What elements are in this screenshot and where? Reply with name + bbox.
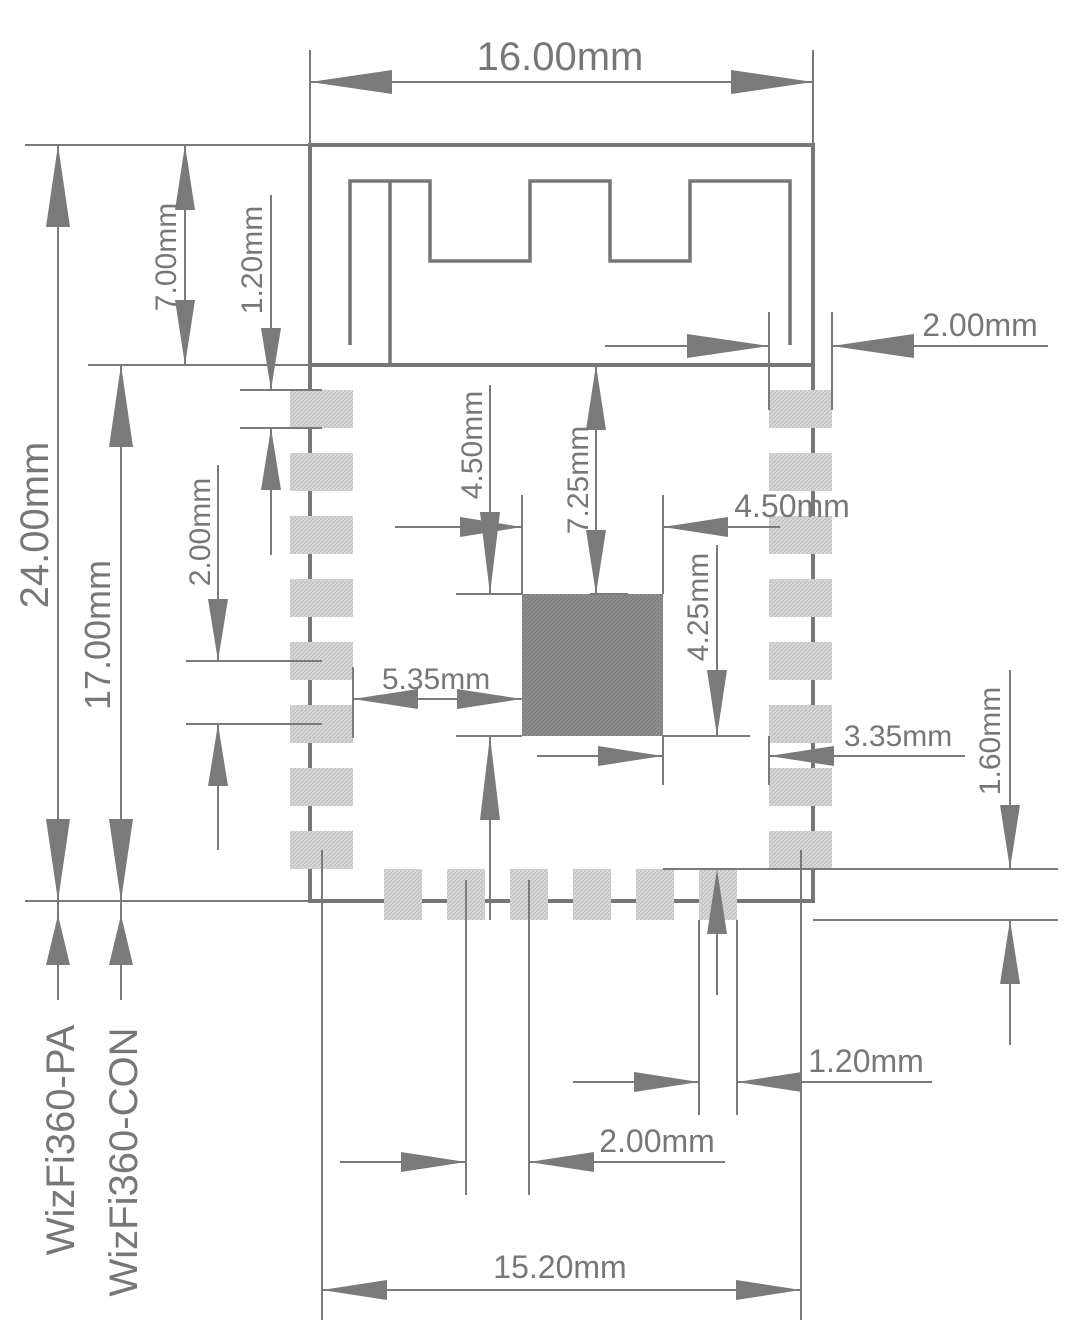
dim-width-top-label: 16.00mm	[477, 35, 644, 79]
dim-top-to-epad-label: 7.25mm	[562, 426, 595, 534]
pad	[769, 705, 832, 743]
dim-epad-width-label: 4.50mm	[734, 488, 850, 524]
antenna-trace	[348, 179, 792, 365]
pad	[290, 579, 353, 617]
pad	[769, 390, 832, 428]
dim-right-pad-offset-label: 2.00mm	[922, 307, 1038, 343]
pad	[769, 516, 832, 554]
pad	[769, 768, 832, 806]
dim-epad-offset-v-label: 4.50mm	[456, 391, 489, 499]
pad	[769, 579, 832, 617]
dim-bottom-pad-pitch-label: 2.00mm	[599, 1123, 715, 1159]
pad	[290, 516, 353, 554]
dim-antenna-height-label: 7.00mm	[150, 203, 183, 311]
dim-bottom-pad-height-label: 1.60mm	[974, 687, 1007, 795]
pad	[290, 453, 353, 491]
dim-epad-to-right-label: 3.35mm	[844, 720, 952, 753]
pad	[573, 869, 611, 920]
exposed-pad	[522, 594, 663, 736]
variant-labels: WizFi360-PA WizFi360-CON	[39, 1024, 146, 1296]
left-pad-column	[290, 390, 353, 869]
right-pad-column	[769, 390, 832, 869]
variant-pa-label: WizFi360-PA	[39, 1024, 83, 1255]
dimension-labels: 16.00mm 24.00mm 17.00mm 7.00mm 1.20mm 2.…	[13, 35, 1038, 1285]
bottom-pad-row	[384, 869, 737, 920]
dim-left-pad-width-label: 1.20mm	[236, 206, 269, 314]
dim-pad-span-bottom-label: 15.20mm	[493, 1249, 626, 1285]
pad	[636, 869, 674, 920]
pad	[769, 642, 832, 680]
pad	[769, 453, 832, 491]
pad	[290, 768, 353, 806]
dim-height-total-label: 24.00mm	[13, 442, 57, 609]
dim-height-body-label: 17.00mm	[77, 560, 118, 710]
pad	[290, 390, 353, 428]
pad	[384, 869, 422, 920]
variant-con-label: WizFi360-CON	[102, 1028, 146, 1297]
dim-left-to-epad-label: 5.35mm	[382, 663, 490, 696]
arrowheads	[46, 70, 1020, 1300]
dim-left-pad-pitch-label: 2.00mm	[184, 478, 217, 586]
dim-epad-height-label: 4.25mm	[682, 553, 715, 661]
dim-bottom-pad-width-label: 1.20mm	[808, 1043, 924, 1079]
